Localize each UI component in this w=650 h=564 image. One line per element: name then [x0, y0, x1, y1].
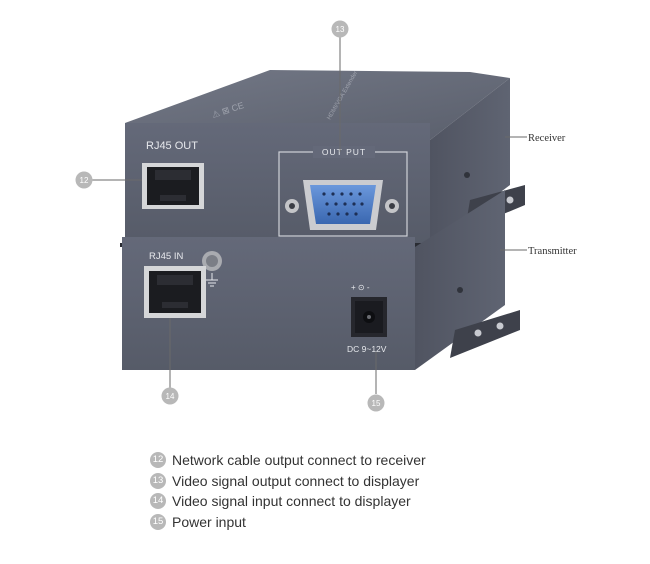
svg-text:12: 12	[80, 176, 89, 185]
receiver-unit: ⚠ ⊠ CE HDMI/VGA Extender RJ45 OUT OUT PU…	[125, 70, 525, 245]
legend: 12 Network cable output connect to recei…	[150, 450, 530, 532]
vga-port	[285, 180, 399, 230]
svg-text:15: 15	[372, 399, 381, 408]
output-label: OUT PUT	[322, 147, 366, 157]
svg-text:14: 14	[166, 392, 175, 401]
svg-text:13: 13	[336, 25, 345, 34]
legend-item: 15 Power input	[150, 512, 530, 533]
rj45-in-port	[144, 266, 206, 318]
legend-number: 13	[150, 472, 166, 489]
rj45-out-port	[142, 163, 204, 209]
legend-number: 12	[150, 452, 166, 469]
callout-lines	[92, 37, 527, 394]
callout-13: 13	[331, 20, 349, 38]
legend-text: Video signal output connect to displayer	[172, 472, 420, 489]
callout-14: 14	[161, 387, 179, 405]
transmitter-unit: RJ45 IN + ⊙ - DC 9~12V	[120, 190, 520, 370]
dc-power-label: DC 9~12V	[347, 344, 387, 354]
ground-screw-icon	[202, 251, 222, 287]
receiver-label: Receiver	[528, 133, 566, 144]
transmitter-label: Transmitter	[528, 246, 577, 257]
legend-item: 14 Video signal input connect to display…	[150, 491, 530, 512]
dc-power-jack	[351, 297, 387, 337]
callout-12: 12	[75, 171, 93, 189]
legend-number: 14	[150, 493, 166, 510]
legend-item: 12 Network cable output connect to recei…	[150, 450, 530, 471]
callout-15: 15	[367, 394, 385, 412]
legend-text: Video signal input connect to displayer	[172, 493, 411, 510]
dc-polarity-label: + ⊙ -	[351, 283, 370, 292]
mounting-flange	[450, 310, 520, 358]
legend-text: Power input	[172, 513, 246, 530]
legend-item: 13 Video signal output connect to displa…	[150, 471, 530, 492]
rj45-in-label: RJ45 IN	[149, 251, 183, 262]
legend-number: 15	[150, 513, 166, 530]
rj45-out-label: RJ45 OUT	[146, 140, 198, 152]
legend-text: Network cable output connect to receiver	[172, 452, 426, 469]
